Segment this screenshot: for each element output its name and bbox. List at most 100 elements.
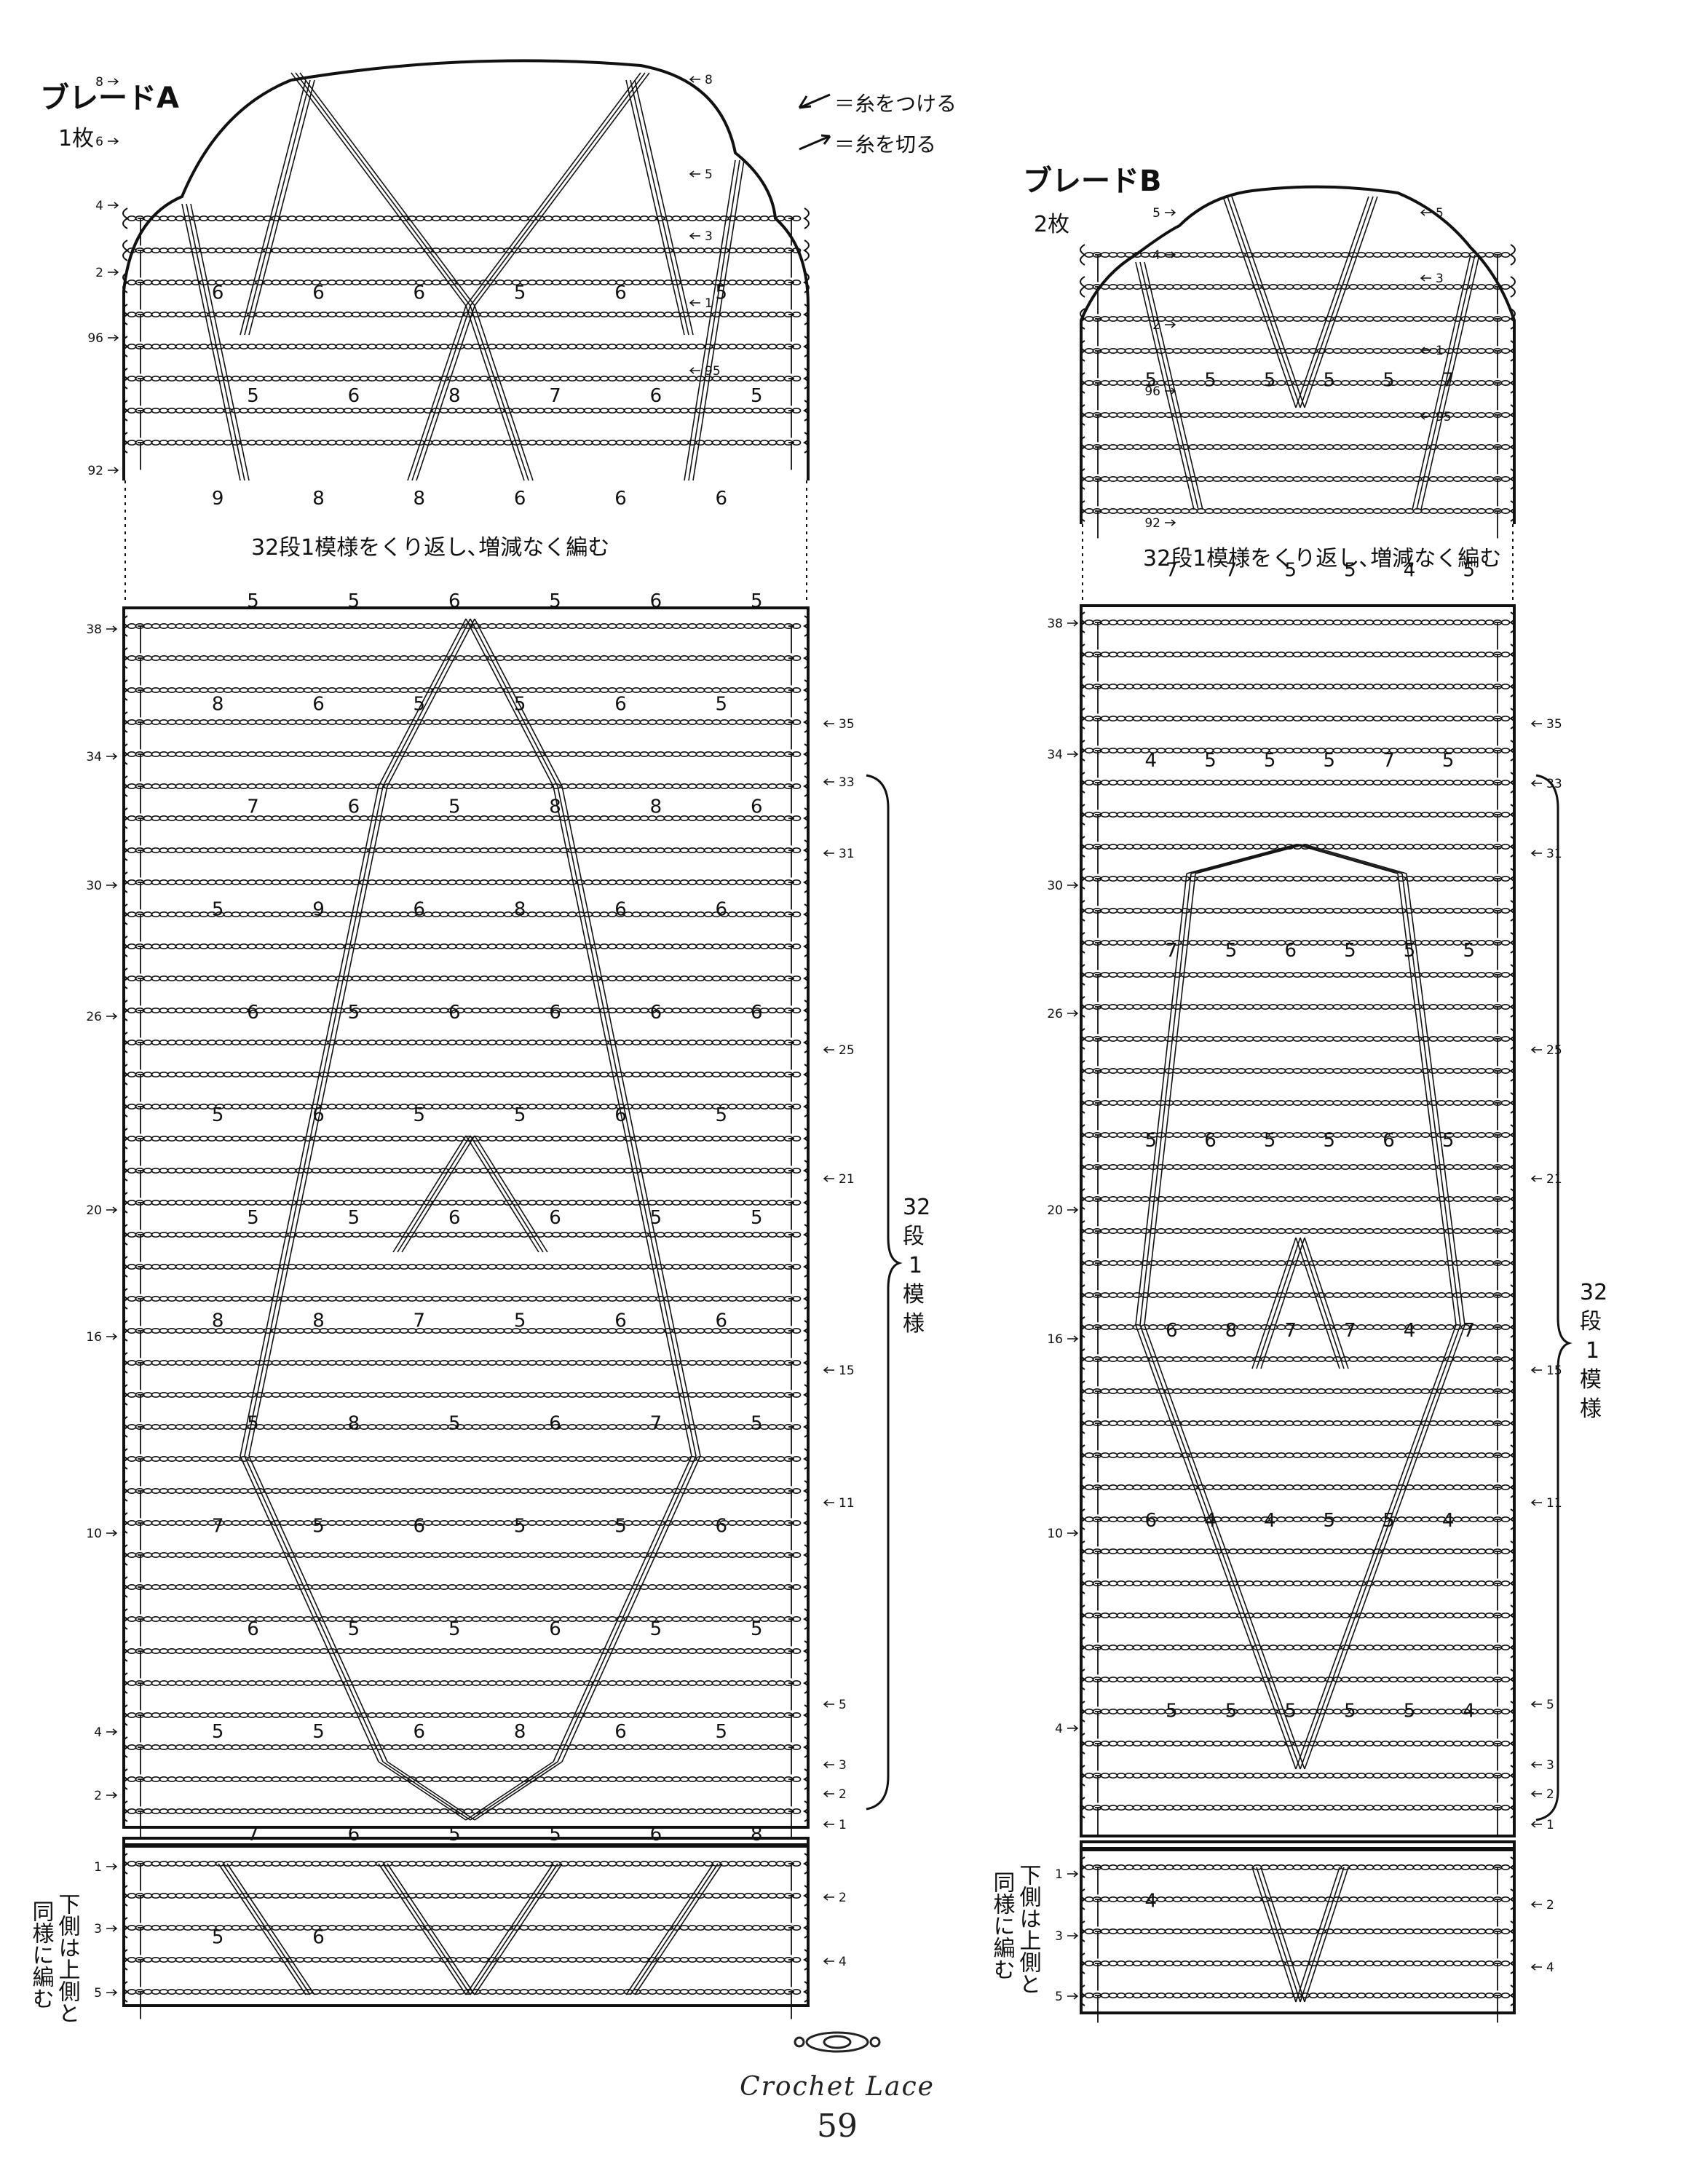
braid-a-chain-row-edge-stitch [138,1522,143,1551]
braid-b-top-chain-row-edge-stitch [1495,254,1500,282]
braid-a-chain-count: 6 [751,1002,763,1024]
braid-a-chain-row-edge-stitch [138,1426,143,1455]
braid-b-top-chain-row-edge-stitch [1095,382,1101,411]
braid-a-chain-count: 7 [549,385,561,407]
braid-a-main-right-row-number: 3 [839,1758,847,1773]
braid-b-main-left-row-number: 10 [1047,1527,1063,1541]
row-arrow-icon [106,1925,118,1932]
braid-b-bottom-note: 下側は上側と 同様に編む [989,1864,1042,1995]
braid-a-chain-count: 5 [514,282,526,304]
braid-b-chain-row-edge-stitch [1495,1070,1500,1099]
braid-a-chain-row-edge-stitch [788,1458,794,1487]
braid-a-chain-count: 8 [312,488,325,510]
braid-a-top-chain-row-edge-stitch [788,314,794,342]
braid-a-stitch-fan [470,1761,558,1821]
braid-b-chain-row-edge-stitch [1495,1775,1500,1803]
braid-b-chain-row-edge-stitch [1495,1166,1500,1195]
braid-b-chain-count: 5 [1225,1700,1238,1722]
braid-a-bottom-chain-row [122,1981,810,2003]
braid-a-chain-count: 8 [448,385,461,407]
braid-a-bottom-stitch-fan [634,1863,723,1995]
braid-b-main-outline [1080,604,1516,1837]
braid-a-top-stitch-fan [411,305,471,481]
braid-b-chain-row [1080,1380,1516,1402]
braid-a-chain-count: 6 [312,1926,325,1948]
braid-b-main-right-row-number: 33 [1546,777,1562,791]
braid-b-chain-row-edge-stitch [1095,1647,1101,1675]
braid-a-chain-row [122,1640,810,1662]
braid-b-main-left-row-number: 26 [1047,1007,1063,1021]
braid-b-chain-count: 4 [1404,560,1416,582]
row-arrow-icon [1067,620,1079,627]
row-arrow-icon [108,78,119,85]
braid-a-main-left-row-number: 2 [94,1789,102,1803]
row-arrow-icon [823,1821,834,1828]
braid-a-top-stitch-fan [625,79,685,336]
braid-a-chain-row-edge-stitch [788,1266,794,1294]
braid-b-bottom-chain-row-edge-stitch [1095,1995,1101,2023]
braid-a-bottom-stitch-fan [387,1863,475,1995]
row-arrow-icon [106,1206,118,1214]
row-arrow-icon [1165,209,1176,216]
braid-a-chain-row-edge-stitch [138,1554,143,1583]
braid-a-top-left-row-number: 92 [87,464,103,478]
braid-b-main-left-row-number: 4 [1055,1722,1063,1736]
braid-a-chain-count: 8 [650,796,662,818]
braid-a-bottom-note: 下側は上側と 同様に編む [28,1893,81,2024]
braid-b-chain-row [1080,996,1516,1018]
braid-b-chain-row [1080,1476,1516,1498]
braid-b-top-right-row-number: 3 [1436,272,1444,286]
braid-a-chain-row-edge-stitch [138,1394,143,1423]
braid-b-top-right-row-number: 95 [1436,410,1452,424]
braid-b-bottom-outline [1080,1840,1516,2014]
braid-a-chain-row-edge-stitch [138,1682,143,1711]
braid-a-stitch-fan [378,1761,467,1821]
braid-a-bottom-stitch-fan [222,1863,311,1995]
braid-b-chain-count: 4 [1145,750,1158,772]
row-arrow-icon [689,367,700,374]
row-arrow-icon [106,1728,118,1736]
braid-b-bottom-chain-row-edge-stitch [1495,1995,1500,2023]
braid-b-stitch-fan [1397,873,1457,1326]
braid-a-bottom-stitch-fan [465,1863,554,1995]
braid-a-chain-row [122,1288,810,1310]
braid-a-chain-count: 6 [448,1207,461,1229]
braid-a-bottom-stitch-fan [470,1863,558,1995]
braid-a-chain-count: 5 [414,693,426,715]
braid-a-bottom-stitch-fan [625,1863,714,1995]
braid-a-chain-row-edge-stitch [788,978,794,1006]
braid-a-chain-row [122,679,810,701]
braid-b-chain-row-edge-stitch [1095,1487,1101,1515]
braid-a-chain-count: 8 [348,1413,360,1435]
braid-a-pattern-label-0: 32 [903,1195,930,1220]
braid-a-top-left-row-number: 6 [95,135,103,149]
braid-a-main-right-row-number: 2 [839,1787,847,1802]
braid-b-top-left-row-number: 4 [1152,248,1160,263]
braid-b-top-chain-row-edge-stitch [1495,446,1500,475]
braid-a-chain-count: 5 [212,899,224,921]
braid-a-chain-count: 6 [650,385,662,407]
row-arrow-icon [689,299,700,306]
braid-b-repeat-bracket [1535,774,1573,1821]
braid-a-chain-row [122,1128,810,1150]
braid-b-chain-row [1080,1092,1516,1114]
braid-b-chain-row-edge-stitch [1095,622,1101,650]
braid-a-chain-row-edge-stitch [138,818,143,846]
row-arrow-icon [1067,1870,1079,1878]
row-arrow-icon [1067,882,1079,889]
braid-b-bottom-chain-row [1080,1920,1516,1942]
braid-b-chain-row [1080,1540,1516,1562]
braid-b-top-stitch-fan [1144,261,1203,510]
braid-a-top-chain-row-edge-stitch [138,378,143,406]
braid-b-top-stitch-fan [1412,254,1471,510]
braid-a-top-chain-row [122,368,810,389]
braid-b-chain-count: 7 [1344,1320,1356,1342]
braid-b-top-chain-row-edge-stitch [1095,350,1101,379]
braid-b-chain-row-edge-stitch [1095,1775,1101,1803]
braid-a-chain-count: 6 [716,488,728,510]
braid-a-chain-count: 6 [414,282,426,304]
braid-a-title: ブレードA [40,82,179,115]
braid-a-chain-row [122,1256,810,1278]
